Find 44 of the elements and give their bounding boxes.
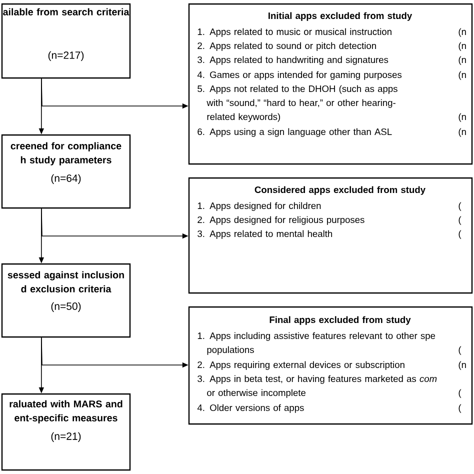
list-item: 3. Apps related to mental health [198, 230, 332, 239]
process-box [1, 134, 131, 209]
count-text: (n [458, 361, 466, 370]
count-text: (n=50) [51, 302, 81, 312]
list-item: 5. Apps not related to the DHOH (such as apps with “sound,” “hard to hear,” or other hearing-related keywords) [198, 85, 398, 122]
list-item: 2. Apps requiring external devices or subscription [198, 361, 404, 370]
count-text: ( [458, 202, 462, 211]
list-item: 1. Apps related to music or musical instruction [198, 28, 392, 37]
count-text: (n [458, 42, 466, 51]
list-item: 3. Apps in beta test, or having features marketed as com or otherwise incomplete [198, 375, 437, 398]
count-text: (n [458, 113, 466, 122]
step-text: ailable from search criteria [3, 8, 130, 16]
process-box [1, 3, 131, 79]
count-text: ( [458, 346, 462, 355]
step-text: creened for compliance h study parameters [10, 142, 122, 166]
box-heading: Initial apps excluded from study [268, 12, 412, 21]
count-text: (n [458, 56, 466, 65]
count-text: (n [458, 28, 466, 37]
list-item: 2. Apps related to sound or pitch detection [198, 42, 376, 51]
step-text: raluated with MARS and ent-specific measures [10, 400, 122, 424]
list-item: 6. Apps using a sign language other than ASL [198, 128, 392, 137]
count-text: ( [458, 389, 462, 398]
count-text: (n [458, 128, 466, 137]
list-item: 3. Apps related to handwriting and signatures [198, 56, 388, 65]
list-item: 4. Older versions of apps [197, 404, 304, 413]
box-heading: Considered apps excluded from study [254, 186, 426, 195]
count-text: (n [458, 71, 466, 80]
step-text: sessed against inclusion d exclusion criteria [8, 271, 124, 292]
exclusion-box [188, 177, 473, 294]
count-text: ( [458, 230, 462, 239]
list-item: 1. Apps including assistive features relevant to other spe populations [198, 332, 436, 355]
list-item: 2. Apps designed for religious purposes [198, 216, 364, 225]
count-text: (n=64) [51, 174, 81, 184]
count-text: ( [458, 216, 462, 225]
list-item: 1. Apps designed for children [198, 202, 321, 211]
count-text: (n=21) [51, 432, 81, 442]
count-text: ( [458, 404, 462, 413]
process-box [1, 263, 131, 338]
box-heading: Final apps excluded from study [270, 316, 411, 325]
list-item: 4. Games or apps intended for gaming purposes [197, 71, 402, 80]
count-text: (n=217) [48, 51, 84, 61]
exclusion-box [188, 3, 473, 165]
process-box [1, 393, 131, 471]
exclusion-box [188, 306, 473, 425]
